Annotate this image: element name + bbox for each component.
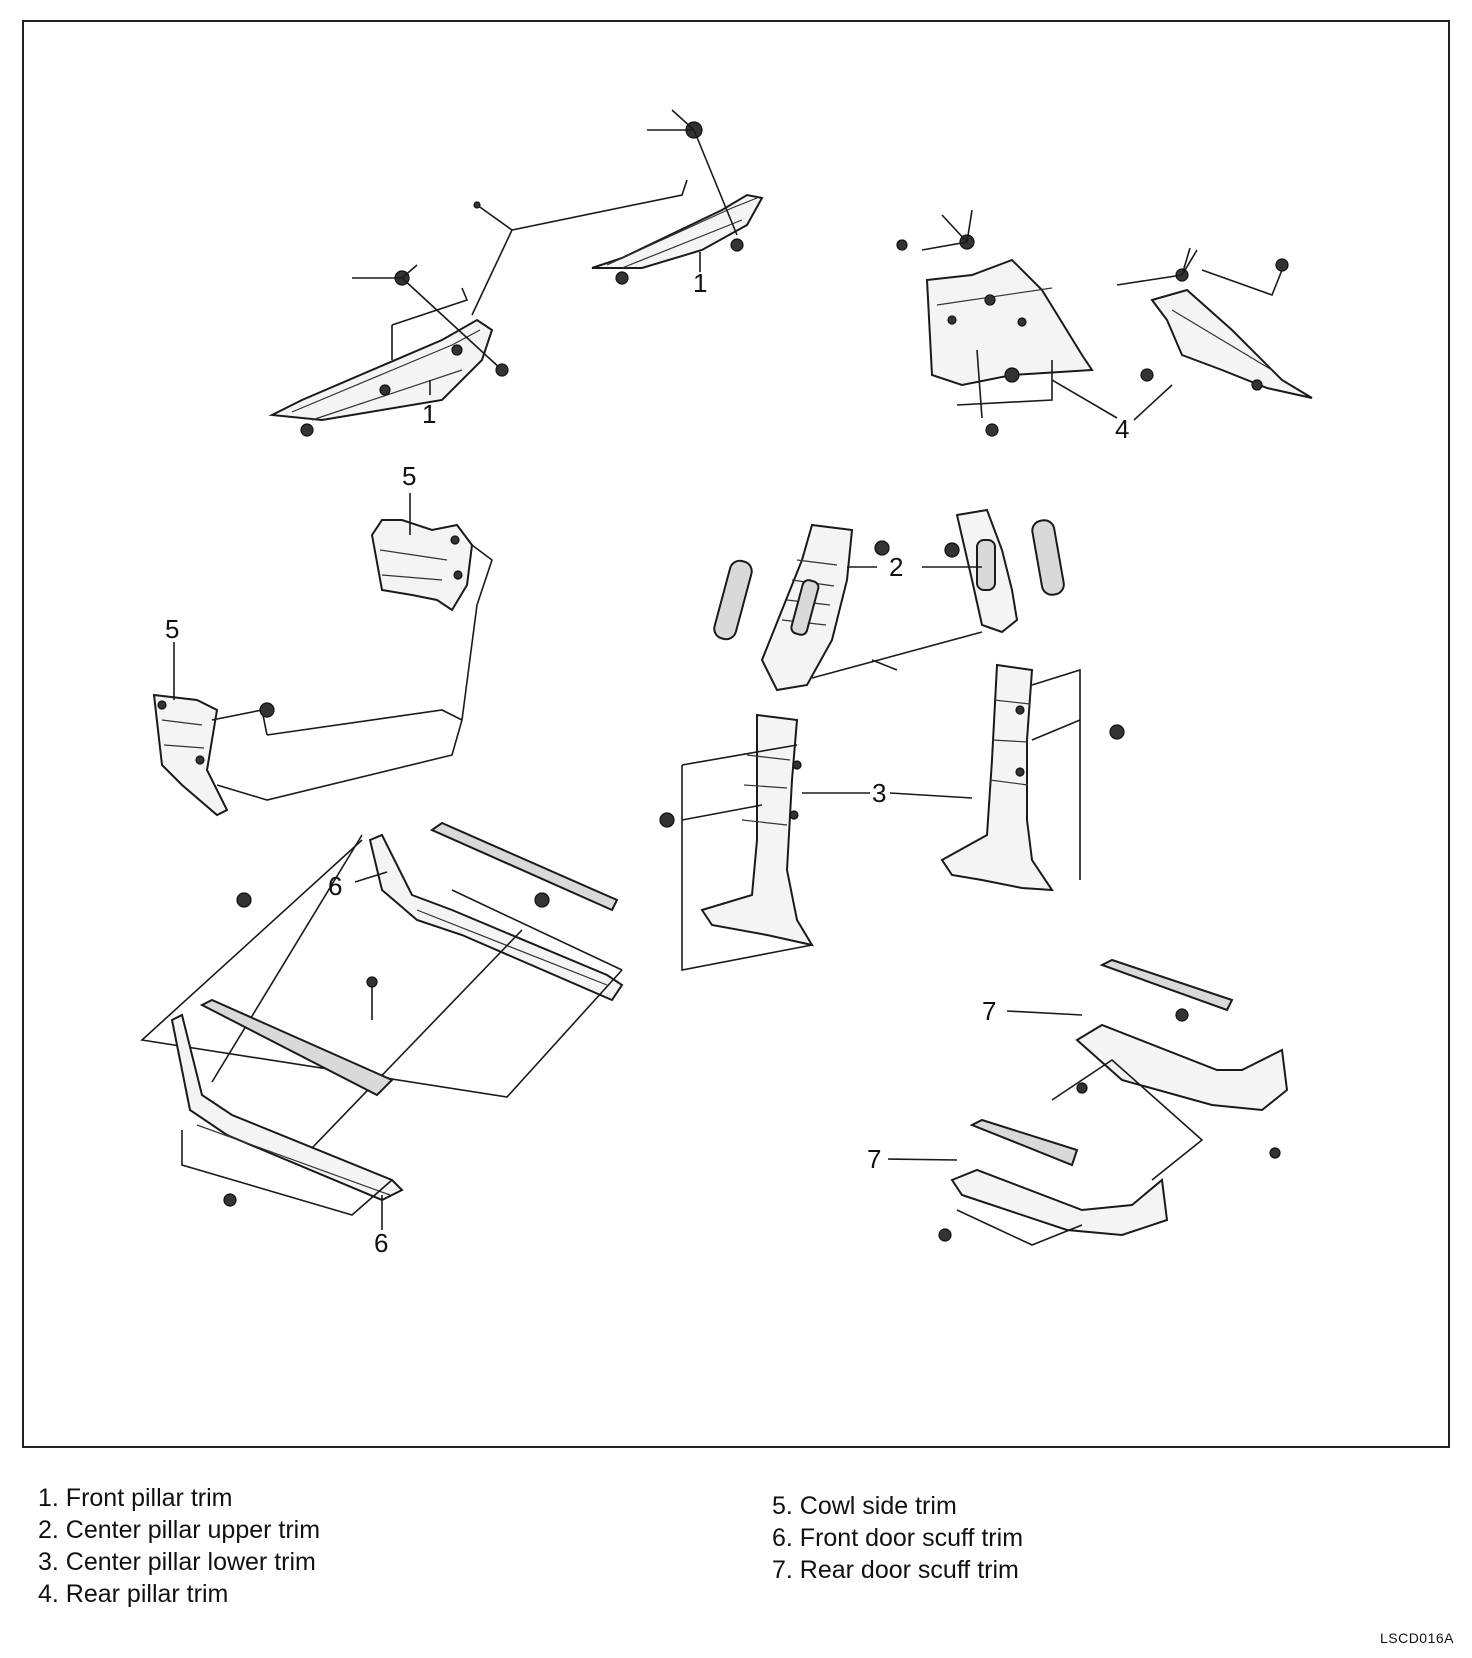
legend-item-center-pillar-lower-trim: 3. Center pillar lower trim: [38, 1548, 316, 1576]
rear-pillar-trim-left: [896, 209, 1094, 437]
callout-4: 4: [1115, 414, 1129, 444]
callout-leaders: [173, 252, 1173, 1230]
callout-6-lower: 6: [374, 1228, 388, 1258]
center-pillar-upper-trim-left: [713, 523, 890, 692]
callout-2: 2: [889, 552, 903, 582]
parts-legend-right: 5. Cowl side trim 6. Front door scuff tr…: [772, 1490, 1023, 1586]
parts-legend-left: 1. Front pillar trim 2. Center pillar up…: [38, 1482, 320, 1610]
callout-7-upper: 7: [982, 996, 996, 1026]
legend-item-front-door-scuff-trim: 6. Front door scuff trim: [772, 1524, 1024, 1552]
front-pillar-trim-right: [471, 109, 764, 316]
front-door-scuff-trim-lower: [170, 976, 404, 1216]
rear-door-scuff-trim-lower: [938, 1118, 1281, 1246]
legend-item-front-pillar-trim: 1. Front pillar trim: [38, 1484, 233, 1512]
callout-6-upper: 6: [328, 871, 342, 901]
rear-door-scuff-trim-upper: [1051, 958, 1289, 1181]
rear-pillar-trim-right: [1116, 247, 1313, 399]
diagram-frame: [22, 20, 1450, 1448]
center-pillar-lower-trim-right: [940, 663, 1125, 892]
legend-item-center-pillar-upper-trim: 2. Center pillar upper trim: [38, 1516, 321, 1544]
center-pillar-lower-trim-left: [659, 713, 815, 971]
front-door-scuff-trim-upper: [140, 821, 624, 1149]
legend-item-cowl-side-trim: 5. Cowl side trim: [772, 1492, 957, 1520]
legend-item-rear-door-scuff-trim: 7. Rear door scuff trim: [772, 1556, 1019, 1584]
callout-3: 3: [872, 778, 886, 808]
figure-code: LSCD016A: [1379, 1630, 1454, 1646]
callout-5-lower: 5: [165, 614, 179, 644]
cowl-side-trim-upper: [370, 519, 493, 721]
cowl-side-trim-lower: [152, 693, 463, 817]
center-pillar-upper-trim-right: [811, 508, 1065, 679]
callout-1-left: 1: [422, 399, 436, 429]
callout-5-upper: 5: [402, 461, 416, 491]
legend-item-rear-pillar-trim: 4. Rear pillar trim: [38, 1580, 229, 1608]
callout-7-lower: 7: [867, 1144, 881, 1174]
front-pillar-trim-left: [268, 264, 509, 437]
exploded-parts-diagram: 1 1 2 3 4 5 5 6 6 7 7: [140, 109, 1313, 1258]
callout-1-right: 1: [693, 268, 707, 298]
